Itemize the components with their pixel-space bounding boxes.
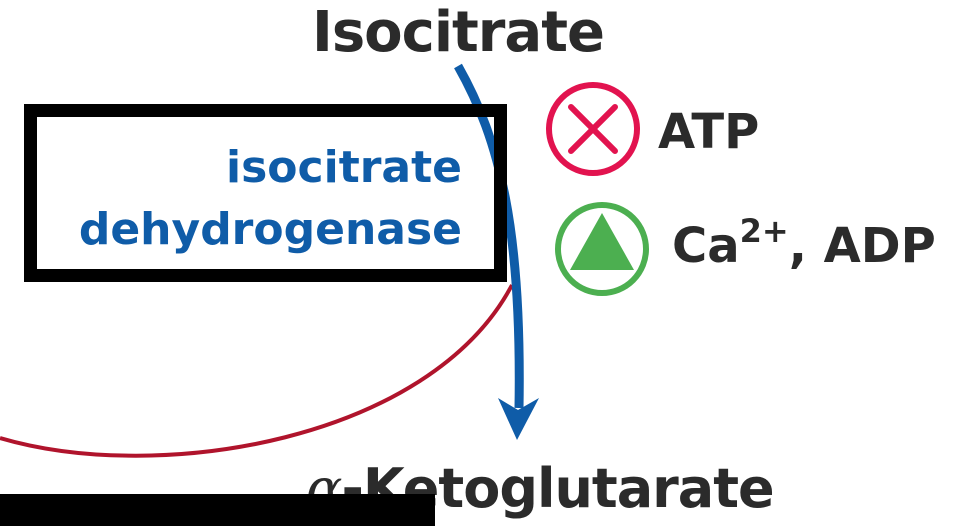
enzyme-line-2: dehydrogenase (78, 204, 462, 255)
activator-charge: 2+ (739, 212, 789, 250)
enzyme-highlight-box: isocitrate dehydrogenase (24, 104, 507, 282)
inhibitor-label: ATP (658, 104, 760, 160)
occlusion-bar (0, 494, 435, 526)
inhibition-icon (546, 82, 640, 176)
enzyme-label: isocitrate dehydrogenase (42, 137, 462, 261)
enzyme-line-1: isocitrate (226, 142, 462, 193)
reaction-arrowhead (498, 398, 539, 440)
activator-rest: , ADP (788, 218, 936, 274)
activator-label: Ca2+, ADP (672, 215, 936, 270)
activation-icon (555, 202, 649, 296)
cycle-curve (0, 284, 514, 458)
activator-main: Ca (672, 218, 740, 274)
substrate-label: Isocitrate (312, 0, 605, 65)
